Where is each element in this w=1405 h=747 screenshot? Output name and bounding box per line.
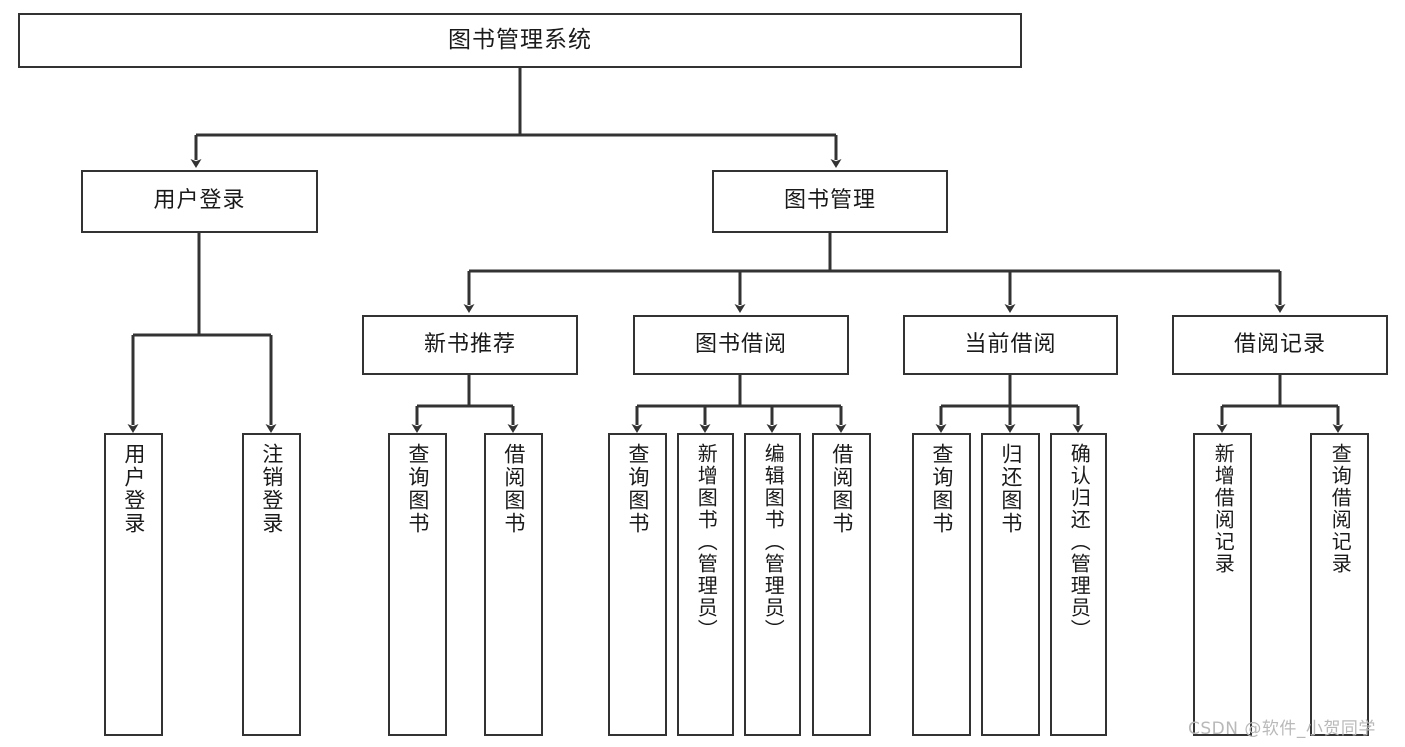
node-label: 用户登录 (121, 443, 146, 535)
node-new-book-recommendation[interactable]: 新书推荐 (362, 315, 578, 375)
node-label: 用户登录 (153, 188, 246, 214)
node-label: 借阅记录 (1233, 331, 1326, 357)
node-book-management[interactable]: 图书管理 (712, 170, 948, 233)
node-label: 归还图书 (998, 443, 1023, 535)
leaf-edit-book-admin[interactable]: 编辑图书（管理员） (744, 433, 801, 736)
node-root-book-management-system[interactable]: 图书管理系统 (18, 13, 1022, 68)
node-label: 查询图书 (625, 443, 650, 535)
node-label: 确认归还（管理员） (1067, 443, 1092, 641)
leaf-query-book-borrow[interactable]: 查询图书 (608, 433, 667, 736)
node-label: 查询图书 (929, 443, 954, 535)
node-label: 借阅图书 (501, 443, 526, 535)
node-current-borrow[interactable]: 当前借阅 (903, 315, 1118, 375)
node-label: 图书借阅 (694, 331, 787, 357)
leaf-confirm-return-admin[interactable]: 确认归还（管理员） (1050, 433, 1107, 736)
node-label: 新书推荐 (423, 331, 516, 357)
csdn-watermark: CSDN @软件_小贺同学 (1188, 719, 1376, 739)
node-user-login[interactable]: 用户登录 (81, 170, 318, 233)
node-label: 注销登录 (259, 443, 284, 535)
leaf-user-login[interactable]: 用户登录 (104, 433, 163, 736)
node-label: 图书管理 (783, 188, 876, 214)
node-label: 新增图书（管理员） (694, 443, 719, 641)
node-label: 查询图书 (405, 443, 430, 535)
node-borrow-record[interactable]: 借阅记录 (1172, 315, 1388, 375)
leaf-borrow-book-recommend[interactable]: 借阅图书 (484, 433, 543, 736)
node-label: 借阅图书 (829, 443, 854, 535)
leaf-add-borrow-record[interactable]: 新增借阅记录 (1193, 433, 1252, 736)
leaf-borrow-book[interactable]: 借阅图书 (812, 433, 871, 736)
leaf-query-borrow-record[interactable]: 查询借阅记录 (1310, 433, 1369, 736)
leaf-query-book-recommend[interactable]: 查询图书 (388, 433, 447, 736)
node-label: 编辑图书（管理员） (761, 443, 786, 641)
leaf-add-book-admin[interactable]: 新增图书（管理员） (677, 433, 734, 736)
leaf-query-book-current[interactable]: 查询图书 (912, 433, 971, 736)
node-label: 查询借阅记录 (1328, 443, 1353, 575)
node-label: 新增借阅记录 (1211, 443, 1236, 575)
node-book-borrow[interactable]: 图书借阅 (633, 315, 849, 375)
leaf-logout[interactable]: 注销登录 (242, 433, 301, 736)
node-label: 当前借阅 (964, 331, 1057, 357)
node-label: 图书管理系统 (448, 26, 592, 53)
leaf-return-book[interactable]: 归还图书 (981, 433, 1040, 736)
